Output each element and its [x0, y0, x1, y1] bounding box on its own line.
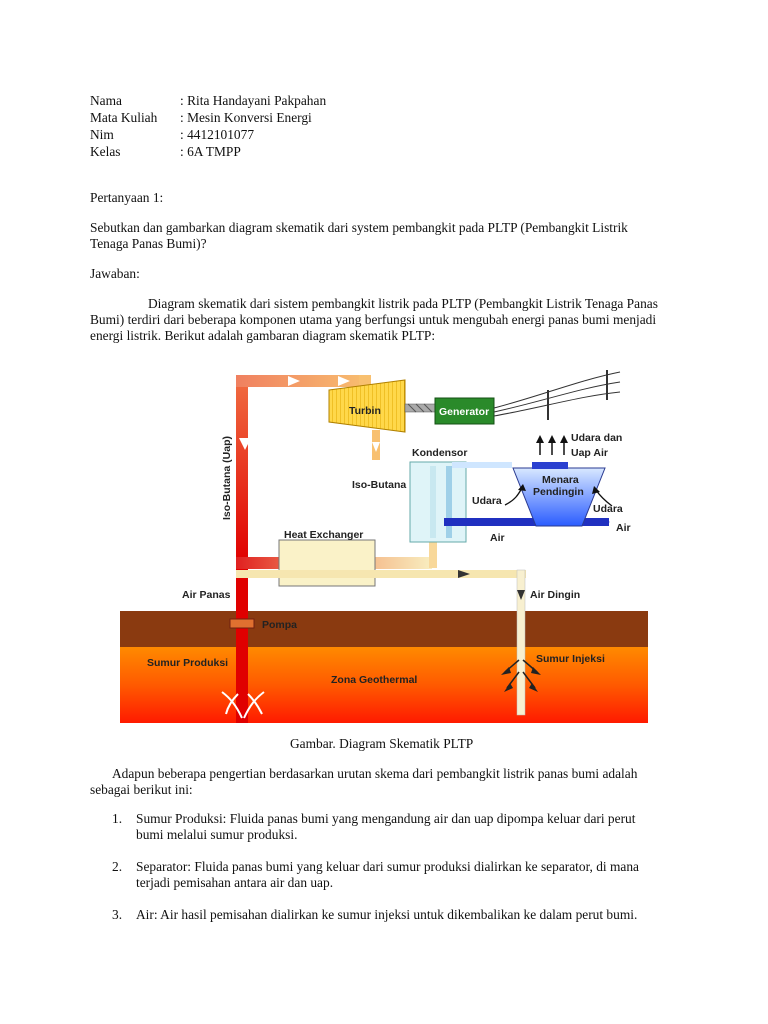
iso-butane-top-pipe	[236, 375, 371, 387]
value-nim: : 4412101077	[180, 127, 255, 142]
heat-exchanger-box	[278, 539, 376, 587]
label-sumur-injeksi: Sumur Injeksi	[536, 653, 605, 665]
label-pompa: Pompa	[262, 619, 297, 631]
label-udara-right: Udara	[593, 503, 623, 515]
label-nim: Nim	[90, 127, 114, 142]
label-kelas: Kelas	[90, 144, 121, 159]
label-nama: Nama	[90, 93, 122, 108]
label-udara-left: Udara	[472, 495, 502, 507]
list-item-2-line-2: terjadi pemisahan antara air dan uap.	[136, 875, 334, 890]
generator	[434, 397, 495, 425]
list-item-1-line-1: Sumur Produksi: Fluida panas bumi yang m…	[136, 811, 636, 826]
label-kondensor: Kondensor	[412, 447, 467, 459]
list-item-2-line-1: Separator: Fluida panas bumi yang keluar…	[136, 859, 639, 874]
question-heading: Pertanyaan 1:	[90, 190, 164, 205]
iso-butane-vapor-pipe	[236, 383, 248, 563]
answer-line-2: Bumi) terdiri dari beberapa komponen uta…	[90, 312, 657, 327]
condenser	[409, 461, 467, 543]
turbine	[328, 379, 406, 433]
label-menara: Menara	[542, 474, 579, 486]
answer-line-3: energi listrik. Berikut adalah gambaran …	[90, 328, 436, 343]
label-air-right: Air	[616, 522, 631, 534]
cold-water-pipe	[236, 570, 526, 578]
label-heat-exchanger: Heat Exchanger	[284, 529, 363, 541]
list-item-2-number: 2.	[112, 859, 123, 874]
label-zona-geothermal: Zona Geothermal	[331, 674, 417, 686]
label-sumur-produksi: Sumur Produksi	[147, 657, 228, 669]
soil-layer	[120, 611, 648, 647]
list-item-1-line-2: bumi melalui sumur produksi.	[136, 827, 298, 842]
geothermal-zone	[120, 647, 648, 723]
production-well-pipe	[236, 563, 248, 723]
pump	[229, 618, 255, 629]
label-iso-butana-uap: Iso-Butana (Uap)	[221, 436, 233, 520]
pltp-schematic-diagram: Turbin Generator Kondensor Iso-Butana (U…	[120, 370, 648, 723]
list-item-3-line-1: Air: Air hasil pemisahan dialirkan ke su…	[136, 907, 638, 922]
value-kelas: : 6A TMPP	[180, 144, 241, 159]
list-item-1-number: 1.	[112, 811, 123, 826]
label-air-dingin: Air Dingin	[530, 589, 580, 601]
label-mata-kuliah: Mata Kuliah	[90, 110, 158, 125]
answer-line-1: Diagram skematik dari sistem pembangkit …	[148, 296, 658, 311]
cooling-water-pipe	[444, 518, 609, 526]
explanation-line-1: Adapun beberapa pengertian berdasarkan u…	[112, 766, 638, 781]
label-air-panas: Air Panas	[182, 589, 231, 601]
label-pendingin: Pendingin	[533, 486, 584, 498]
list-item-3-number: 3.	[112, 907, 123, 922]
label-generator: Generator	[439, 406, 489, 418]
value-nama: : Rita Handayani Pakpahan	[180, 93, 327, 108]
question-line-1: Sebutkan dan gambarkan diagram skematik …	[90, 220, 628, 235]
value-mata-kuliah: : Mesin Konversi Energi	[180, 110, 312, 125]
question-line-2: Tenaga Panas Bumi)?	[90, 236, 207, 251]
cooling-tower	[512, 467, 606, 527]
label-uap-air: Uap Air	[571, 447, 608, 459]
figure-caption: Gambar. Diagram Skematik PLTP	[290, 736, 474, 751]
label-iso-butana: Iso-Butana	[352, 479, 406, 491]
label-turbin: Turbin	[349, 405, 381, 417]
answer-heading: Jawaban:	[90, 266, 140, 281]
explanation-line-2: sebagai berikut ini:	[90, 782, 193, 797]
injection-well-pipe	[516, 569, 526, 716]
label-udara-dan: Udara dan	[571, 432, 622, 444]
label-air-mid: Air	[490, 532, 505, 544]
